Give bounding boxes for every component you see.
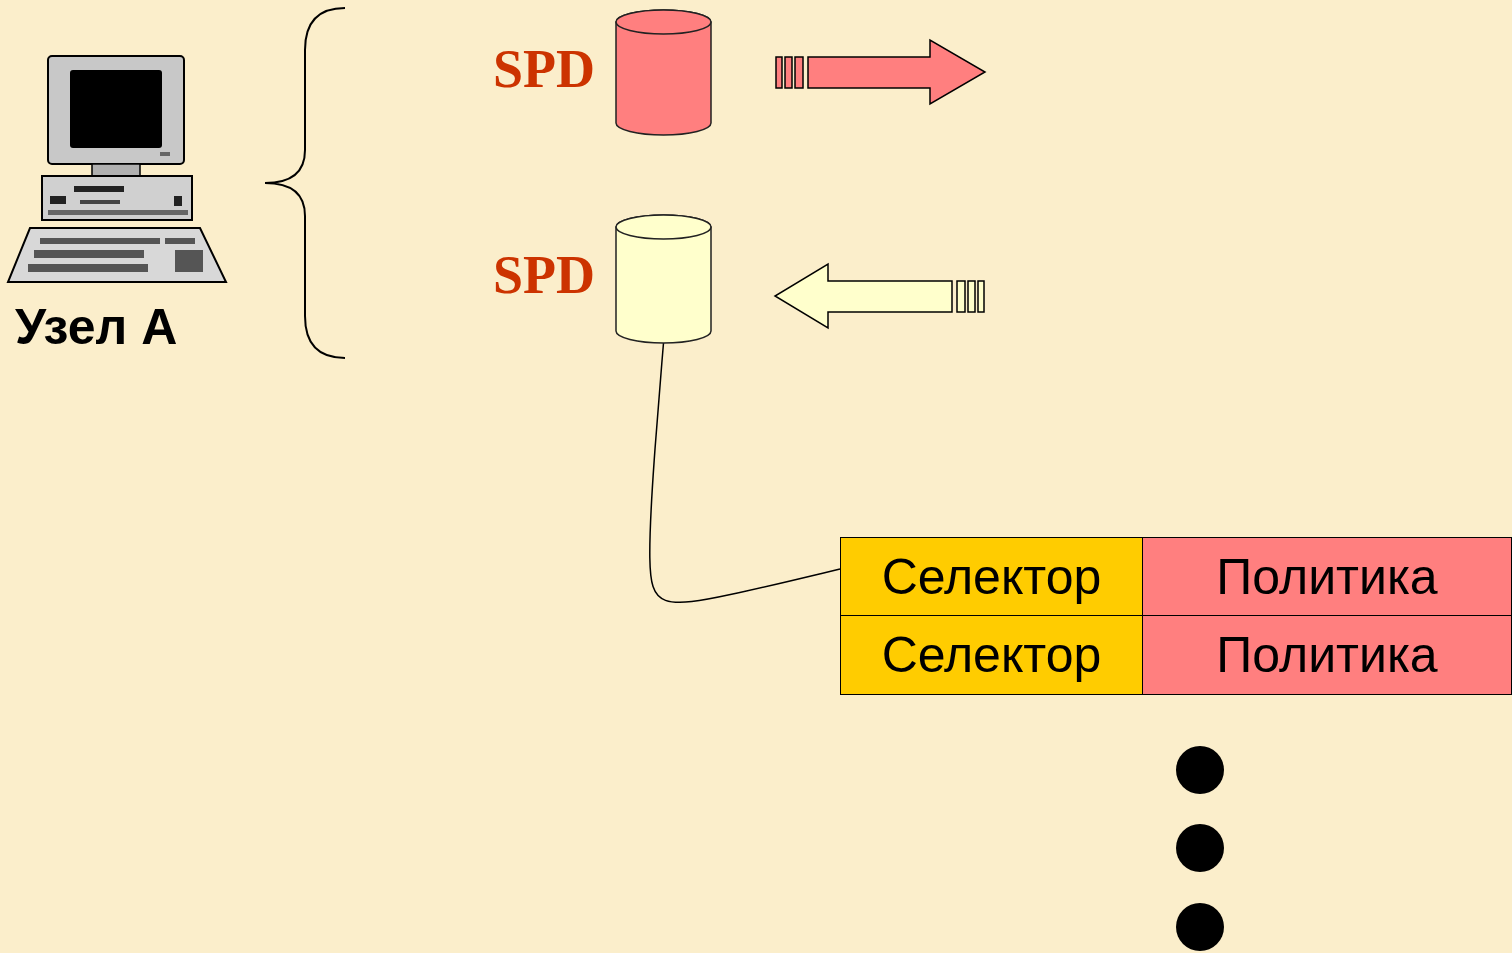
connector bbox=[650, 343, 840, 602]
cylinder-outline bbox=[615, 10, 712, 135]
table-cell: Селектор bbox=[840, 537, 1143, 617]
computer-icon bbox=[8, 56, 226, 282]
node-label: Узел А bbox=[15, 302, 177, 352]
outgoing-arrow bbox=[776, 40, 985, 104]
store-label: SPD bbox=[493, 42, 595, 96]
continuation-dots bbox=[1176, 746, 1224, 951]
brace bbox=[265, 8, 345, 358]
table-cell: Политика bbox=[1142, 537, 1512, 617]
database-cylinder: SPD bbox=[615, 215, 712, 343]
table-cell-text: Политика bbox=[1216, 630, 1437, 680]
cylinder-outline bbox=[615, 215, 712, 343]
table-cell-text: Селектор bbox=[882, 630, 1102, 680]
store-label: SPD bbox=[493, 248, 595, 302]
incoming-arrow bbox=[775, 264, 984, 328]
table-cell: Политика bbox=[1142, 615, 1512, 695]
table-cell-text: Селектор bbox=[882, 552, 1102, 602]
database-cylinder: SPD bbox=[615, 10, 712, 135]
table-cell-text: Политика bbox=[1216, 552, 1437, 602]
table-cell: Селектор bbox=[840, 615, 1143, 695]
